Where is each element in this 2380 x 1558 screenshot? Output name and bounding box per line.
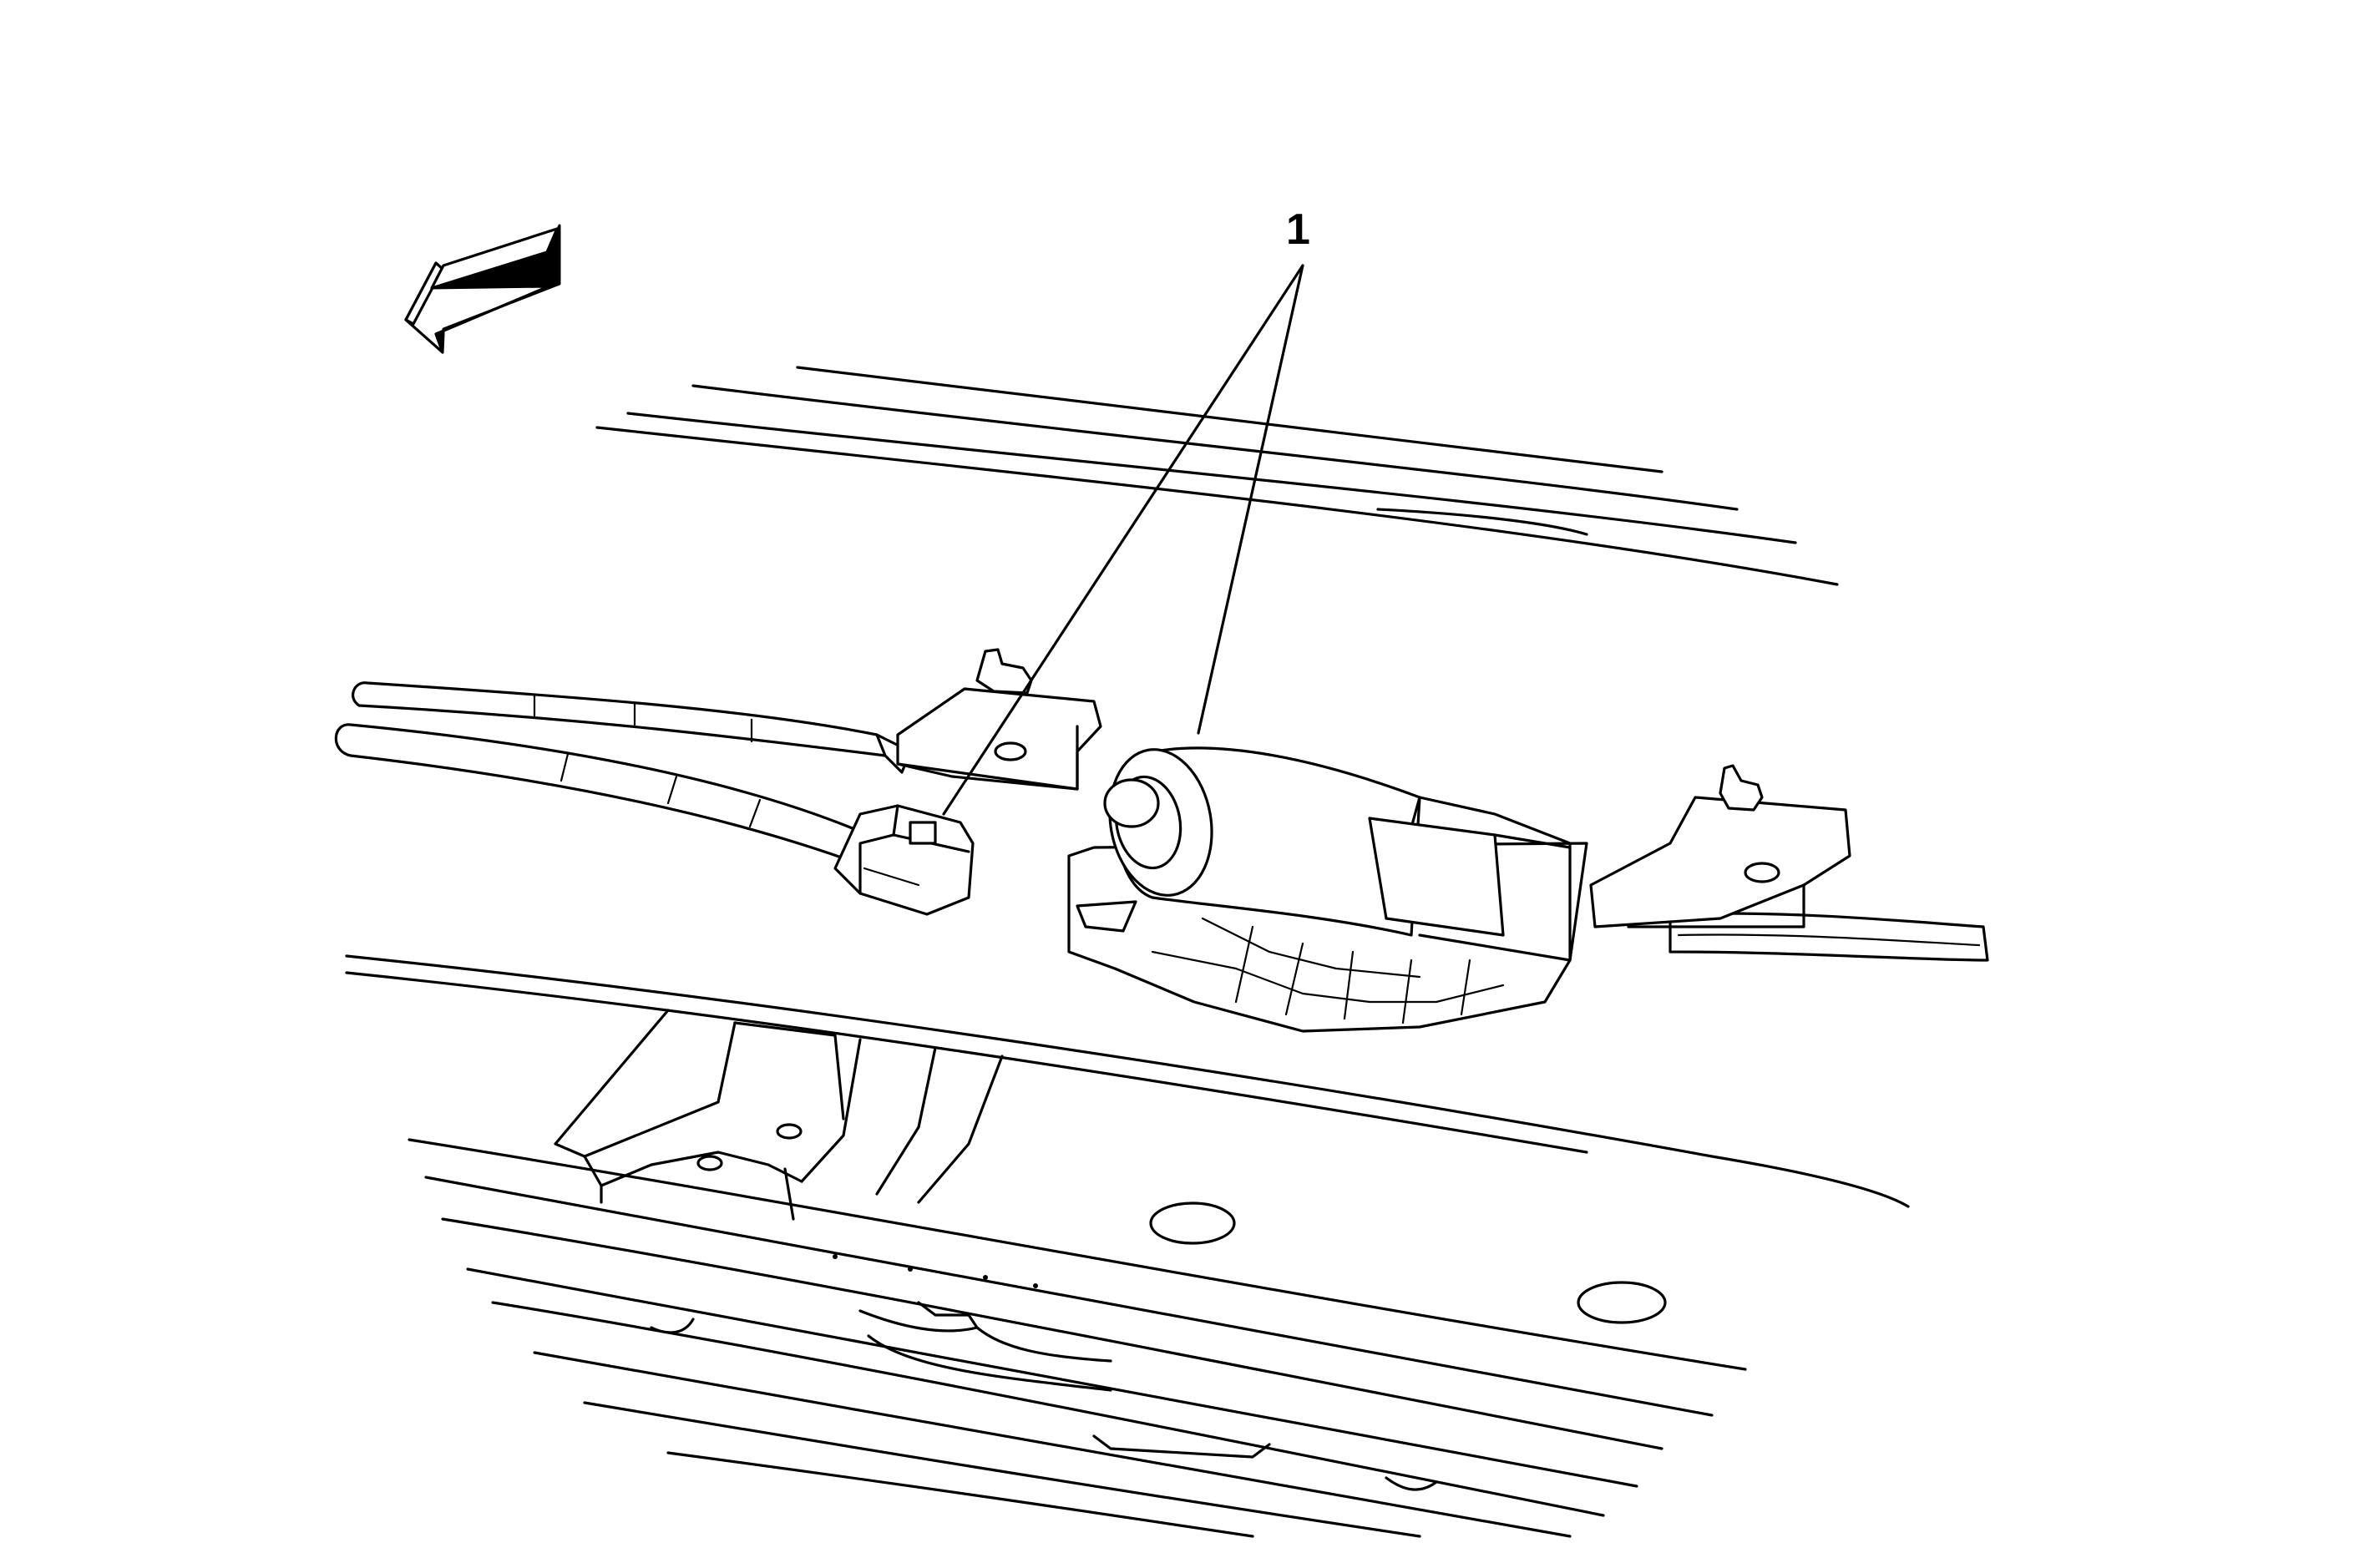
forward-direction-arrow-icon [404, 224, 561, 354]
callout-label-1: 1 [1286, 205, 1310, 254]
callout-1: 1 [942, 205, 1310, 816]
upper-panel-lines [595, 366, 1839, 586]
left-mounting-bracket [896, 648, 1102, 791]
electrical-connector [833, 804, 975, 916]
lower-floor-panel [345, 954, 1910, 1538]
actuator-motor [1067, 746, 1588, 1033]
right-mounting-bracket [1589, 764, 1851, 928]
